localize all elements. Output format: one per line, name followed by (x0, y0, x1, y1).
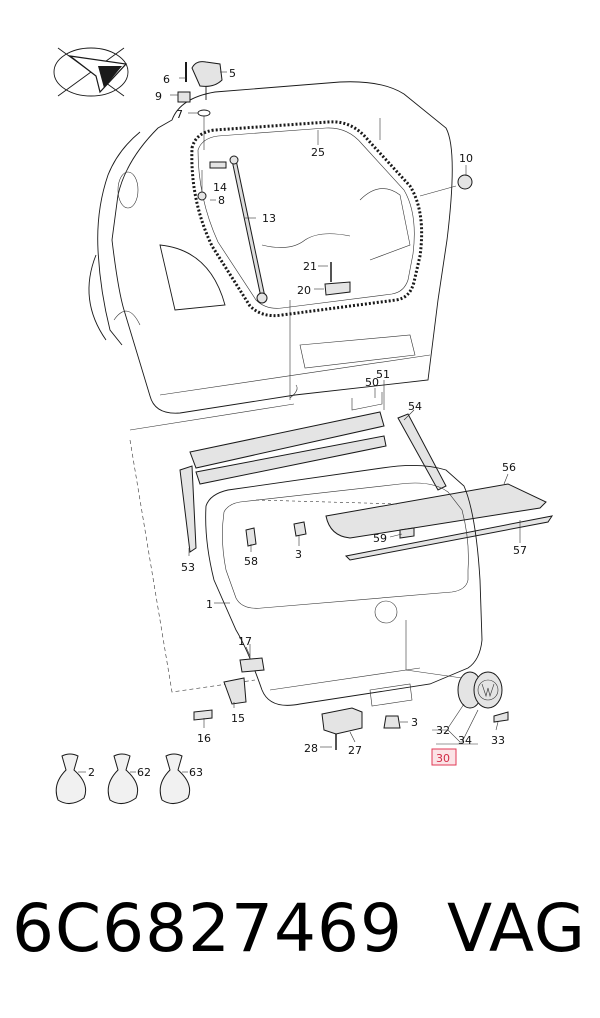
callout-33: 33 (491, 734, 505, 747)
callout-27: 27 (348, 744, 362, 757)
body-cap (457, 174, 473, 190)
callout-3: 3 (295, 548, 302, 561)
callout-20: 20 (297, 284, 311, 297)
brand-name: VAG (446, 890, 586, 967)
side-trim-right (397, 413, 447, 491)
callout-51: 51 (376, 368, 390, 381)
clip-3 (293, 521, 307, 537)
bumper-stop (245, 527, 257, 547)
callout-56: 56 (502, 461, 516, 474)
callout-15: 15 (231, 712, 245, 725)
callout-7: 7 (176, 108, 183, 121)
clip-3-lower (383, 715, 401, 729)
side-trim-left (179, 465, 197, 553)
callout-53: 53 (181, 561, 195, 574)
callout-3-lower: 3 (411, 716, 418, 729)
callout-59: 59 (373, 532, 387, 545)
callout-5: 5 (229, 67, 236, 80)
spoiler (325, 483, 547, 539)
callout-16: 16 (197, 732, 211, 745)
parts-diagram: 6 5 9 7 25 10 14 8 13 21 20 50 51 54 56 … (53, 47, 554, 804)
screw-59 (399, 527, 415, 539)
callout-8: 8 (218, 194, 225, 207)
callout-25: 25 (311, 146, 325, 159)
gas-strut (229, 155, 268, 304)
buffer-17 (239, 657, 265, 673)
emblem-assembly (432, 671, 509, 745)
part-number: 6C6827469 (12, 890, 404, 967)
callout-14: 14 (213, 181, 227, 194)
footer: 6C6827469 VAG (0, 890, 600, 980)
callout-63: 63 (189, 766, 203, 779)
callout-10: 10 (459, 152, 473, 165)
callout-17: 17 (238, 635, 252, 648)
tailgate-seal (190, 120, 424, 318)
highlighted-part-label[interactable]: 30 (431, 748, 457, 766)
callout-21: 21 (303, 260, 317, 273)
callout-58: 58 (244, 555, 258, 568)
body-clips (197, 161, 227, 201)
svg-text:30: 30 (436, 752, 450, 765)
callout-57: 57 (513, 544, 527, 557)
callout-1: 1 (206, 598, 213, 611)
callout-50: 50 (365, 376, 379, 389)
direction-arrow-icon (53, 47, 129, 97)
callout-28: 28 (304, 742, 318, 755)
tailgate-panel (205, 464, 483, 707)
callout-34: 34 (458, 734, 472, 747)
bag-icon (55, 753, 191, 804)
callout-62: 62 (137, 766, 151, 779)
lower-spoiler-trim (344, 515, 554, 561)
callout-13: 13 (262, 212, 276, 225)
callout-32: 32 (436, 724, 450, 737)
bracket-15 (223, 677, 247, 705)
hinge-assembly (177, 61, 223, 150)
callout-2: 2 (88, 766, 95, 779)
vehicle-body (88, 81, 453, 431)
callout-9: 9 (155, 90, 162, 103)
striker-plate (324, 262, 351, 296)
bolt-16 (193, 709, 213, 721)
callout-6: 6 (163, 73, 170, 86)
lock-27 (321, 707, 363, 735)
callout-54: 54 (408, 400, 422, 413)
trim-strips (189, 392, 387, 485)
